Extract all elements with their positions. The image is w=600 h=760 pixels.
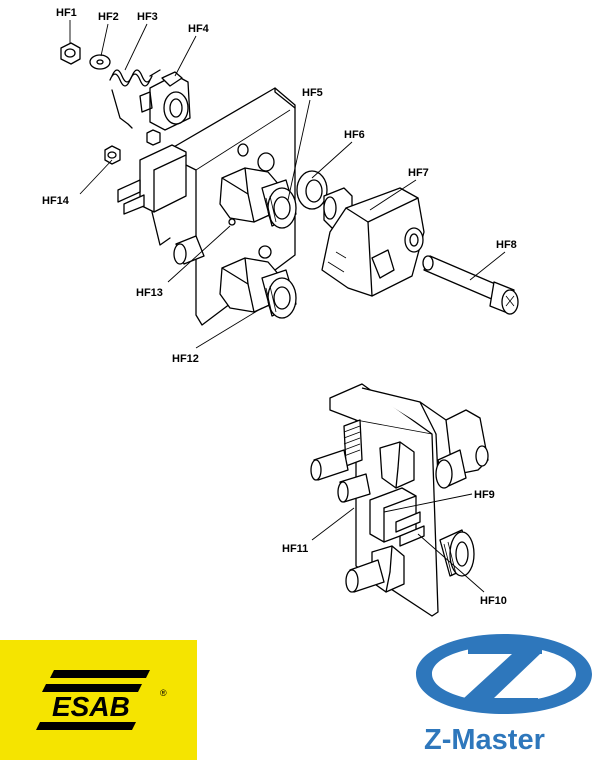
part-hf7-lever (321, 187, 425, 297)
zmaster-wordmark: Z-Master (424, 724, 545, 756)
label-hf6: HF6 (344, 129, 365, 141)
part-hf14-nut (104, 145, 121, 165)
assembled-view (310, 383, 489, 617)
label-hf9: HF9 (474, 489, 495, 501)
part-hf12-bushing (219, 257, 297, 319)
label-hf3: HF3 (137, 11, 158, 23)
part-hf6-ring (296, 170, 328, 210)
callout-labels: HF1 HF2 HF3 HF4 HF5 HF6 HF7 HF8 HF9 HF10… (42, 7, 517, 607)
label-hf5: HF5 (302, 87, 323, 99)
part-hf5-bushing (219, 167, 297, 229)
label-hf13: HF13 (136, 287, 163, 299)
parts-drawing: HF1 HF2 HF3 HF4 HF5 HF6 HF7 HF8 HF9 HF10… (42, 7, 519, 617)
leader-lines-top (69, 20, 506, 349)
label-hf2: HF2 (98, 11, 119, 23)
leader-lines-bottom (311, 493, 485, 593)
part-small-nut (146, 129, 161, 146)
part-hf1-nut (60, 42, 81, 65)
part-hf4-sleeve (139, 71, 191, 131)
label-hf10: HF10 (480, 595, 507, 607)
zmaster-logo: Z-Master (408, 628, 600, 760)
part-micro-switch (117, 144, 187, 246)
esab-logo: ESAB ® (0, 640, 197, 760)
label-hf11: HF11 (282, 543, 308, 555)
part-hf13-pin (173, 235, 205, 265)
esab-registered-mark: ® (160, 688, 167, 698)
esab-mark: ESAB ® (36, 670, 167, 730)
part-hf3-spring (109, 69, 161, 129)
part-hf2-washer (89, 54, 111, 70)
label-hf8: HF8 (496, 239, 517, 251)
zmaster-emblem (416, 634, 592, 714)
esab-stripes (36, 670, 150, 730)
label-hf1: HF1 (56, 7, 77, 19)
label-hf4: HF4 (188, 23, 210, 35)
label-hf14: HF14 (42, 195, 70, 207)
esab-wordmark: ESAB (52, 691, 130, 722)
label-hf12: HF12 (172, 353, 199, 365)
part-hf8-bolt (422, 255, 519, 315)
label-hf7: HF7 (408, 167, 429, 179)
